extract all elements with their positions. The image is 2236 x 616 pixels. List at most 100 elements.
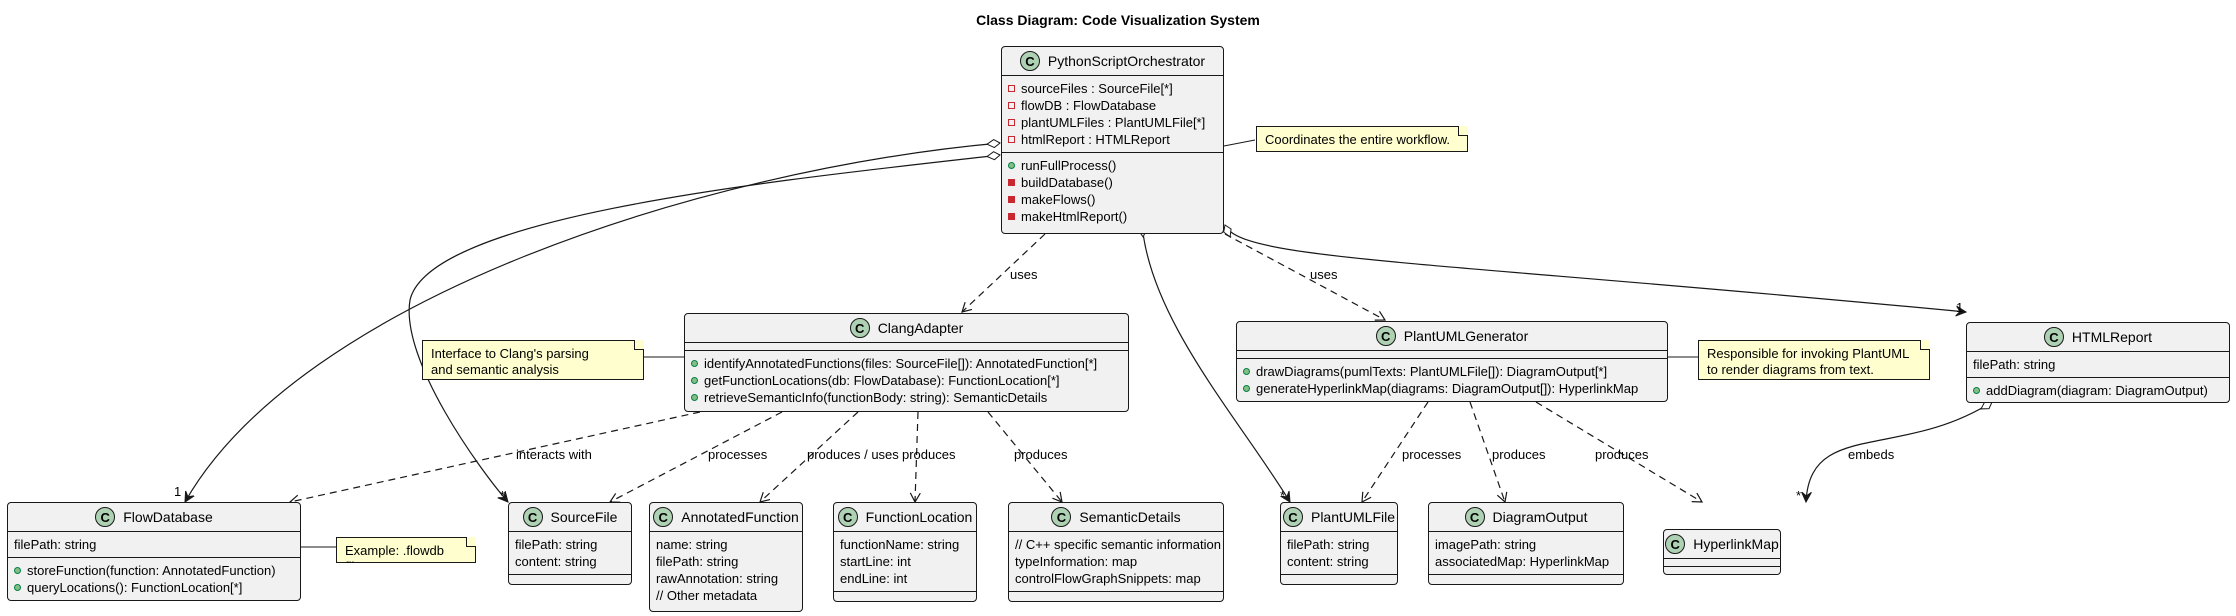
class-methods	[1664, 566, 1780, 574]
public-method-icon	[14, 567, 21, 574]
class-name: PythonScriptOrchestrator	[1047, 53, 1206, 69]
class-semantic-details[interactable]: C SemanticDetails // C++ specific semant…	[1008, 502, 1224, 602]
class-fields	[1664, 558, 1780, 566]
field-text: // C++ specific semantic information	[1015, 537, 1221, 552]
field-text: associatedMap: HyperlinkMap	[1435, 554, 1610, 569]
field-text: sourceFiles : SourceFile[*]	[1021, 81, 1173, 96]
edge-orchestrator-plantfile	[1142, 224, 1290, 502]
field-row: typeInformation: map	[1015, 553, 1217, 570]
class-source-file[interactable]: C SourceFile filePath: string content: s…	[508, 502, 632, 585]
multiplicity-sourcefile: *	[500, 488, 506, 503]
edge-clang-funcloc	[909, 411, 921, 504]
edge-label-clang-semantic: produces	[1014, 447, 1068, 462]
field-text: controlFlowGraphSnippets: map	[1015, 571, 1201, 586]
field-text: filePath: string	[1287, 537, 1370, 552]
field-row: filePath: string	[14, 536, 294, 553]
field-row: imagePath: string	[1435, 536, 1617, 553]
edge-label-plantgen-plantfile: processes	[1402, 447, 1462, 462]
class-badge-icon: C	[2043, 327, 2064, 347]
class-methods	[834, 591, 976, 599]
public-method-icon	[1243, 368, 1250, 375]
class-annotated-function[interactable]: C AnnotatedFunction name: string filePat…	[649, 502, 803, 612]
class-fields	[1237, 350, 1667, 358]
class-header: C PlantUMLGenerator	[1237, 322, 1667, 350]
field-row: filePath: string	[1973, 356, 2223, 373]
class-python-script-orchestrator[interactable]: C PythonScriptOrchestrator sourceFiles :…	[1001, 46, 1224, 234]
multiplicity-htmlreport: 1	[1956, 300, 1964, 315]
note-clang-adapter: Interface to Clang's parsing and semanti…	[422, 340, 644, 380]
field-text: filePath: string	[1973, 357, 2056, 372]
class-header: C DiagramOutput	[1429, 503, 1623, 531]
class-diagram-output[interactable]: C DiagramOutput imagePath: string associ…	[1428, 502, 1624, 585]
class-function-location[interactable]: C FunctionLocation functionName: string …	[833, 502, 977, 602]
class-methods	[1009, 591, 1223, 599]
class-html-report[interactable]: C HTMLReport filePath: string addDiagram…	[1966, 322, 2230, 403]
method-row: makeHtmlReport()	[1008, 208, 1217, 225]
class-name: PlantUMLGenerator	[1403, 328, 1529, 344]
multiplicity-diagout: *	[1796, 488, 1802, 503]
edge-label-orchestrator-clang: uses	[1010, 267, 1038, 282]
class-plantuml-file[interactable]: C PlantUMLFile filePath: string content:…	[1280, 502, 1398, 585]
class-name: FlowDatabase	[123, 509, 213, 525]
class-name: DiagramOutput	[1492, 509, 1588, 525]
edge-orchestrator-htmlreport	[1225, 225, 1966, 312]
multiplicity-flowdb: 1	[174, 484, 182, 499]
public-method-icon	[1008, 162, 1015, 169]
note-fold-icon	[466, 537, 476, 547]
class-clang-adapter[interactable]: C ClangAdapter identifyAnnotatedFunction…	[684, 313, 1129, 412]
field-row: filePath: string	[656, 553, 796, 570]
private-method-icon	[1008, 213, 1015, 220]
edge-clang-semantic	[987, 411, 1063, 503]
field-row: rawAnnotation: string	[656, 570, 796, 587]
class-methods: runFullProcess() buildDatabase() makeFlo…	[1002, 152, 1223, 229]
field-row: associatedMap: HyperlinkMap	[1435, 553, 1617, 570]
edge-label-plantgen-diagout: produces	[1492, 447, 1546, 462]
class-methods: addDiagram(diagram: DiagramOutput)	[1967, 377, 2229, 403]
edge-label-orchestrator-plantgen: uses	[1310, 267, 1338, 282]
class-name: SemanticDetails	[1079, 509, 1181, 525]
field-row: filePath: string	[1287, 536, 1391, 553]
class-flow-database[interactable]: C FlowDatabase filePath: string storeFun…	[7, 502, 301, 601]
class-hyperlink-map[interactable]: C HyperlinkMap	[1663, 529, 1781, 575]
class-badge-icon: C	[653, 507, 674, 527]
edge-orchestrator-clangadapter	[961, 233, 1046, 313]
method-text: buildDatabase()	[1021, 175, 1113, 190]
class-fields: functionName: string startLine: int endL…	[834, 531, 976, 591]
note-text: Responsible for invoking PlantUML	[1707, 346, 1910, 361]
method-row: generateHyperlinkMap(diagrams: DiagramOu…	[1243, 380, 1661, 397]
class-plantuml-generator[interactable]: C PlantUMLGenerator drawDiagrams(pumlTex…	[1236, 321, 1668, 402]
class-methods: identifyAnnotatedFunctions(files: Source…	[685, 350, 1128, 410]
note-flow-database: Example: .flowdb file	[336, 537, 476, 563]
class-header: C AnnotatedFunction	[650, 503, 802, 531]
field-text: filePath: string	[515, 537, 598, 552]
edge-orchestrator-sourcefile	[408, 155, 1000, 502]
method-row: queryLocations(): FunctionLocation[*]	[14, 579, 294, 596]
class-fields	[685, 342, 1128, 350]
method-row: retrieveSemanticInfo(functionBody: strin…	[691, 389, 1122, 406]
class-name: HTMLReport	[2071, 329, 2153, 345]
class-badge-icon: C	[1282, 507, 1303, 527]
note-plantuml-generator: Responsible for invoking PlantUML to ren…	[1698, 340, 1930, 380]
edge-htmlreport-diagout	[1806, 402, 1992, 502]
class-badge-icon: C	[1464, 507, 1485, 527]
edge-label-clang-funcloc: produces	[902, 447, 956, 462]
method-row: addDiagram(diagram: DiagramOutput)	[1973, 382, 2223, 399]
class-fields: filePath: string	[1967, 351, 2229, 377]
method-text: identifyAnnotatedFunctions(files: Source…	[704, 356, 1098, 371]
class-header: C SemanticDetails	[1009, 503, 1223, 531]
class-header: C SourceFile	[509, 503, 631, 531]
method-text: storeFunction(function: AnnotatedFunctio…	[27, 563, 276, 578]
method-text: makeFlows()	[1021, 192, 1096, 207]
edge-plantgen-hyperlink	[1535, 401, 1704, 503]
private-field-icon	[1008, 102, 1015, 109]
class-fields: // C++ specific semantic information typ…	[1009, 531, 1223, 591]
field-row: content: string	[1287, 553, 1391, 570]
private-field-icon	[1008, 119, 1015, 126]
multiplicity-plantfile: *	[1280, 488, 1286, 503]
note-text: Coordinates the entire workflow.	[1265, 132, 1450, 147]
class-name: FunctionLocation	[865, 509, 973, 525]
field-row: plantUMLFiles : PlantUMLFile[*]	[1008, 114, 1217, 131]
edge-clang-annotated	[759, 411, 859, 503]
class-fields: name: string filePath: string rawAnnotat…	[650, 531, 802, 608]
class-name: AnnotatedFunction	[681, 509, 799, 525]
